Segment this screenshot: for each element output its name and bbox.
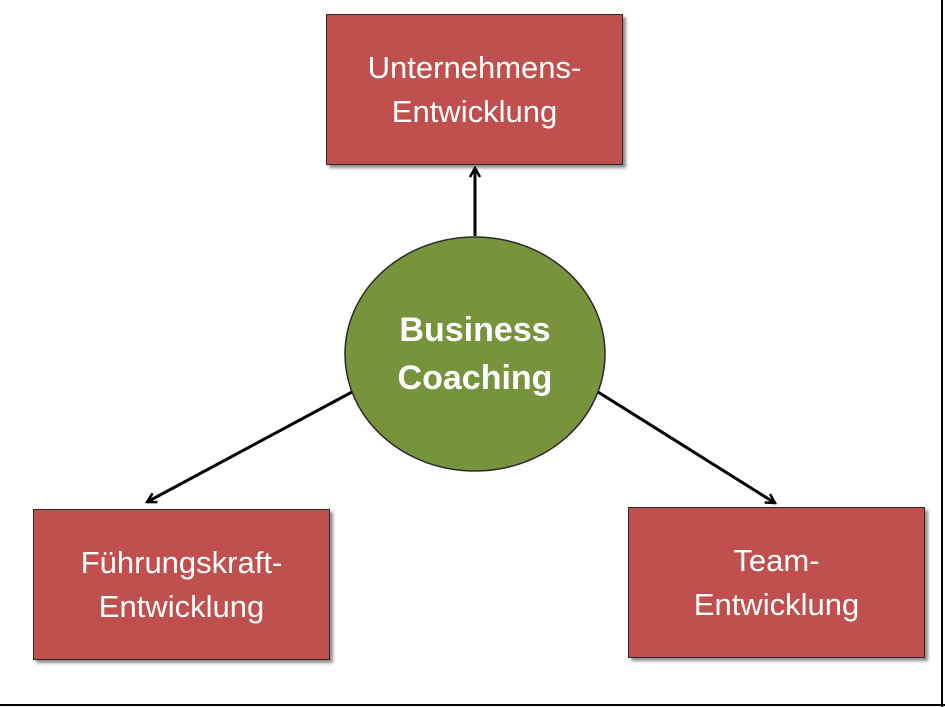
right-box-line-1: Team-: [733, 542, 820, 578]
frame-border-bottom: [0, 704, 945, 706]
center-label-line-1: Business: [399, 311, 551, 349]
left-box-line-1: Führungskraft-: [80, 544, 283, 580]
right-box-line-2: Entwicklung: [693, 586, 860, 622]
top-box-line-2: Entwicklung: [391, 93, 558, 129]
frame-border-right: [941, 0, 943, 707]
business-coaching-circle: [344, 236, 606, 472]
unternehmens-entwicklung-box: Unternehmens- Entwicklung: [326, 14, 623, 165]
arrow-to-fuehrungskraft-entwicklung: [147, 390, 353, 502]
center-label-line-2: Coaching: [397, 359, 553, 397]
arrow-to-team-entwicklung: [597, 390, 775, 503]
team-entwicklung-box: Team- Entwicklung: [628, 507, 925, 658]
top-box-line-1: Unternehmens-: [367, 49, 582, 85]
fuehrungskraft-entwicklung-box: Führungskraft- Entwicklung: [33, 509, 330, 660]
left-box-line-2: Entwicklung: [98, 588, 265, 624]
business-coaching-label: Business Coaching: [344, 236, 606, 472]
